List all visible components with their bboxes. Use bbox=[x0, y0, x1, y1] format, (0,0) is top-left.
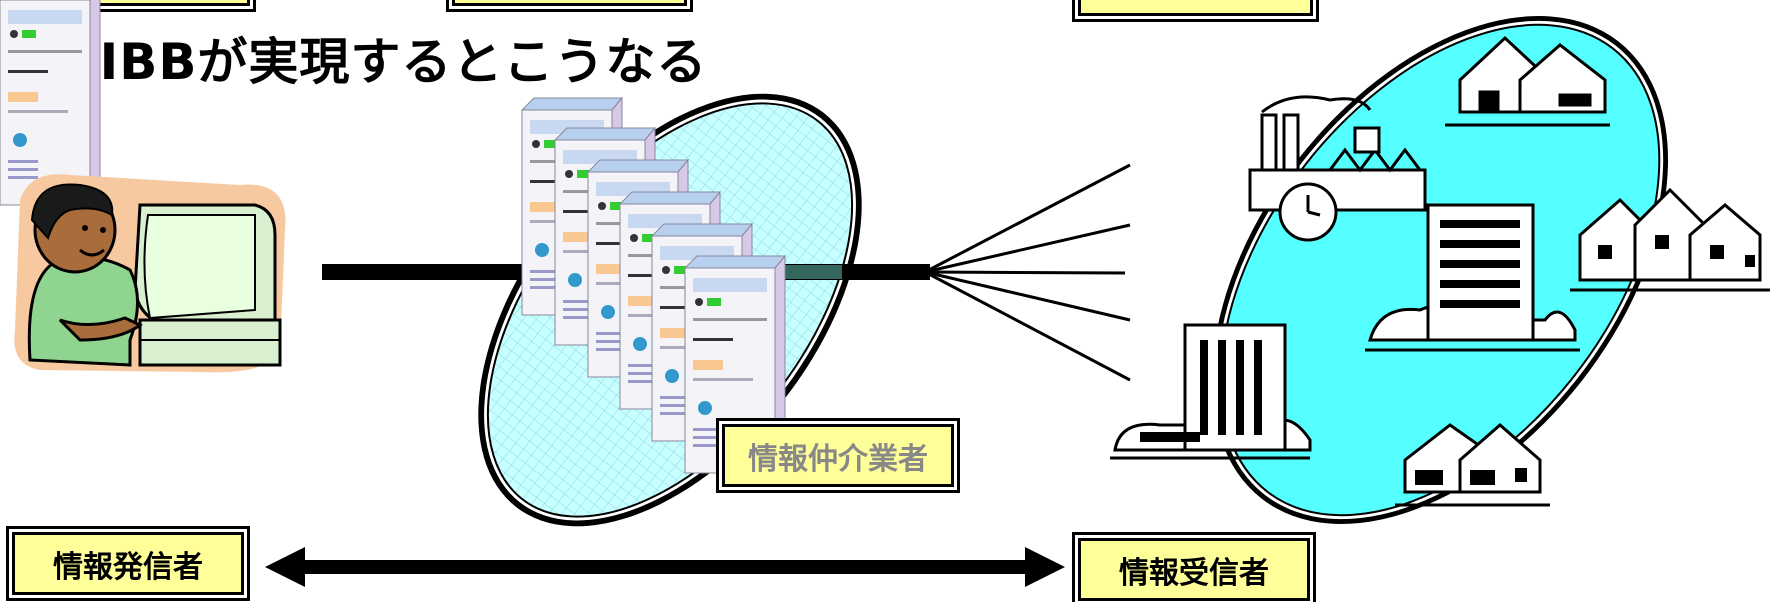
bidirectional-arrow bbox=[265, 547, 1065, 587]
office-building-icon bbox=[1110, 323, 1312, 460]
sender-link-line bbox=[322, 264, 522, 280]
apartment-tower-icon bbox=[1365, 203, 1580, 352]
houses-right-icon bbox=[1570, 187, 1770, 292]
person-at-computer-icon bbox=[14, 174, 286, 373]
fan-out-lines bbox=[924, 163, 1131, 382]
houses-top-icon bbox=[1445, 35, 1610, 127]
broker-label: 情報仲介業者 bbox=[722, 424, 954, 487]
server-stack-icon bbox=[0, 0, 786, 474]
factory-icon bbox=[1248, 95, 1427, 242]
top-middle-label-box bbox=[452, 0, 687, 6]
receiver-label: 情報受信者 bbox=[1078, 538, 1310, 601]
top-right-label-box bbox=[1078, 0, 1313, 16]
city-buildings-icon bbox=[1110, 35, 1770, 507]
page-title: UIBBが実現するとこうなる bbox=[58, 33, 708, 91]
sender-label: 情報発信者 bbox=[12, 532, 244, 595]
house-bottom-icon bbox=[1395, 423, 1550, 507]
